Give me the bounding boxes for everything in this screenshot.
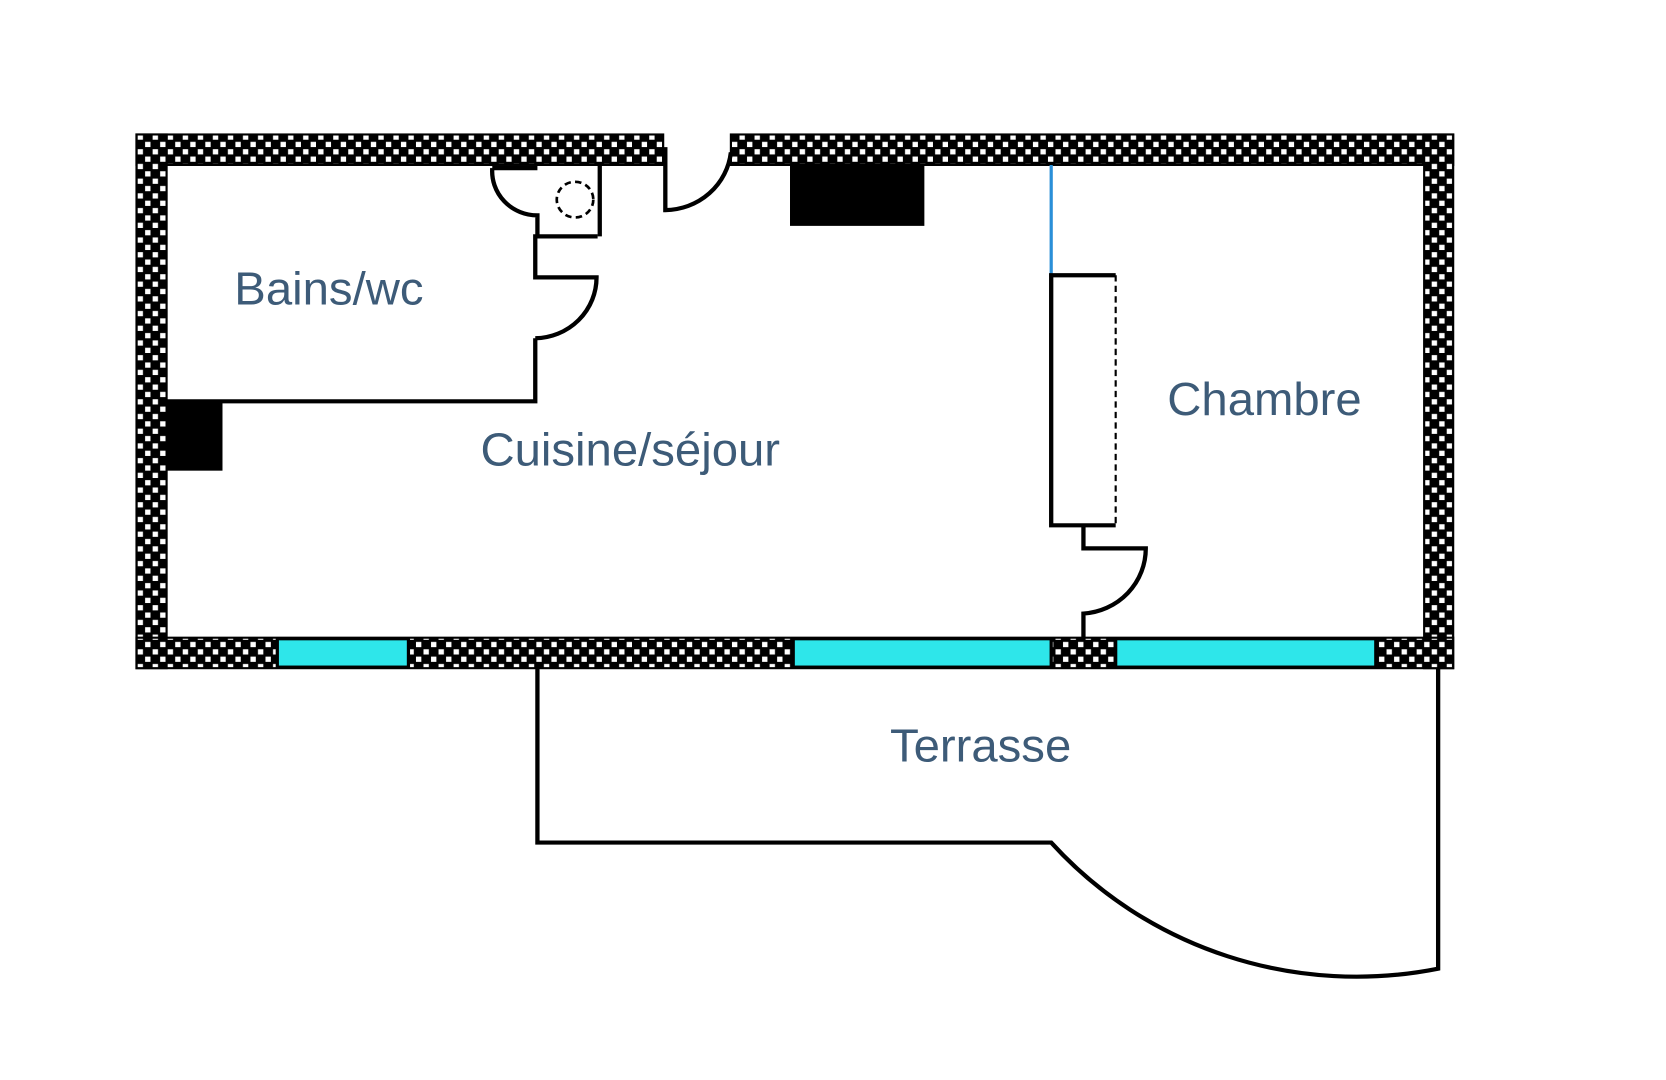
wall-right	[1423, 133, 1455, 670]
room-label-bathroom: Bains/wc	[234, 263, 423, 314]
window	[791, 637, 1053, 669]
wall-left	[135, 133, 168, 670]
shower-drain	[555, 180, 595, 219]
bedroom-door	[1081, 525, 1148, 638]
shower-door	[490, 167, 540, 237]
windows	[275, 637, 1378, 669]
room-label-bedroom: Chambre	[1167, 373, 1361, 424]
solid-block	[166, 402, 223, 471]
room-label-terrace: Terrasse	[890, 720, 1071, 771]
window	[1114, 637, 1378, 669]
entrance-door	[663, 147, 734, 213]
terrace-outline	[535, 668, 1441, 979]
wardrobe	[1049, 273, 1116, 528]
window	[275, 637, 411, 669]
room-label-kitchen-living: Cuisine/séjour	[480, 424, 780, 475]
wall-top-right	[729, 133, 1455, 166]
wall-top-left	[135, 133, 665, 166]
bedroom-partitions	[1049, 164, 1148, 638]
solid-block	[790, 164, 925, 226]
bathroom-partitions	[166, 164, 602, 404]
bathroom-door	[533, 234, 599, 341]
